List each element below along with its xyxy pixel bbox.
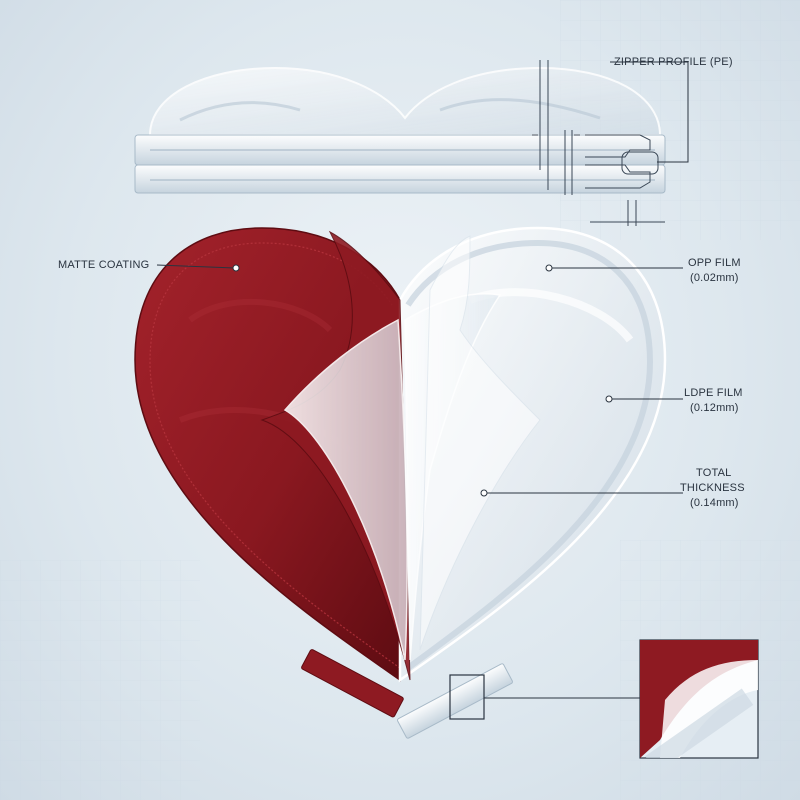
marker-total-thickness: [480, 489, 488, 497]
marker-ldpe-film: [605, 395, 613, 403]
leader-matte-coating: [156, 264, 236, 269]
label-total-line2: THICKNESS: [680, 482, 745, 494]
marker-opp-film: [545, 264, 553, 272]
peeled-layers: [260, 230, 541, 681]
label-zipper-profile: ZIPPER PROFILE (PE): [614, 56, 733, 68]
label-total-line1: TOTAL: [696, 467, 732, 479]
detail-callout-box: [449, 674, 485, 720]
grid-panel-bottom-left: [0, 560, 200, 800]
leader-zipper-profile: [610, 61, 689, 163]
zipper-bag-top-view: [134, 66, 666, 194]
label-matte-coating: MATTE COATING: [58, 259, 150, 271]
label-ldpe-thickness: (0.12mm): [690, 402, 739, 414]
label-ldpe-film: LDPE FILM: [684, 387, 743, 399]
detail-inset: [639, 639, 759, 759]
label-opp-thickness: (0.02mm): [690, 272, 739, 284]
label-total-thickness: (0.14mm): [690, 497, 739, 509]
label-opp-film: OPP FILM: [688, 257, 741, 269]
zipper-profile-cross-section: [532, 60, 665, 226]
marker-matte-coating: [232, 264, 240, 272]
